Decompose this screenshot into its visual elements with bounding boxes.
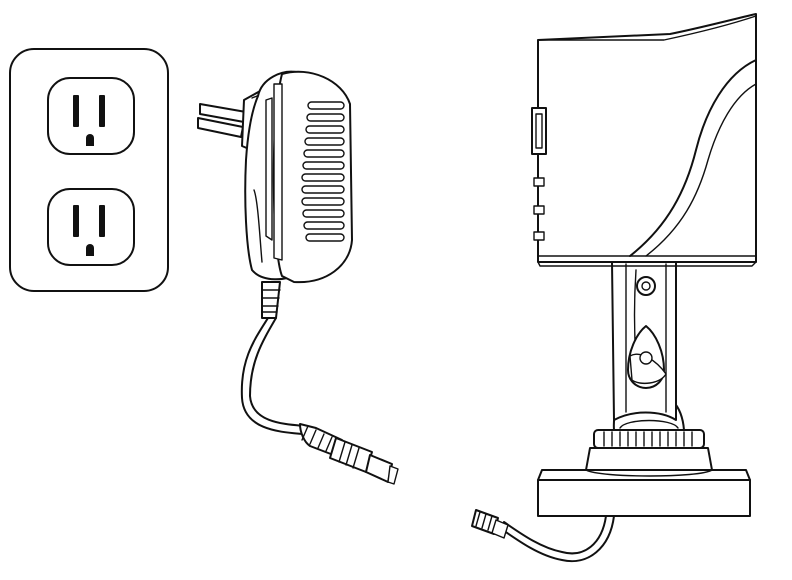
plug-prongs xyxy=(197,103,247,138)
dc-barrel-plug-icon xyxy=(329,437,399,485)
dc-cable-icon xyxy=(240,317,399,485)
camera-wing-nut-icon xyxy=(627,325,667,389)
adapter-strain-relief xyxy=(261,281,281,319)
power-adapter-icon xyxy=(197,70,353,319)
bullet-camera-icon xyxy=(471,13,757,563)
outlet-receptacle-top xyxy=(47,77,135,155)
camera-power-lead-icon xyxy=(471,509,615,563)
wall-outlet-icon xyxy=(9,48,169,292)
camera-mount-base xyxy=(537,447,751,517)
camera-housing xyxy=(531,13,757,267)
adapter-vent-slots xyxy=(265,83,345,261)
camera-mount-collar xyxy=(593,429,705,449)
outlet-receptacle-bottom xyxy=(47,188,135,266)
